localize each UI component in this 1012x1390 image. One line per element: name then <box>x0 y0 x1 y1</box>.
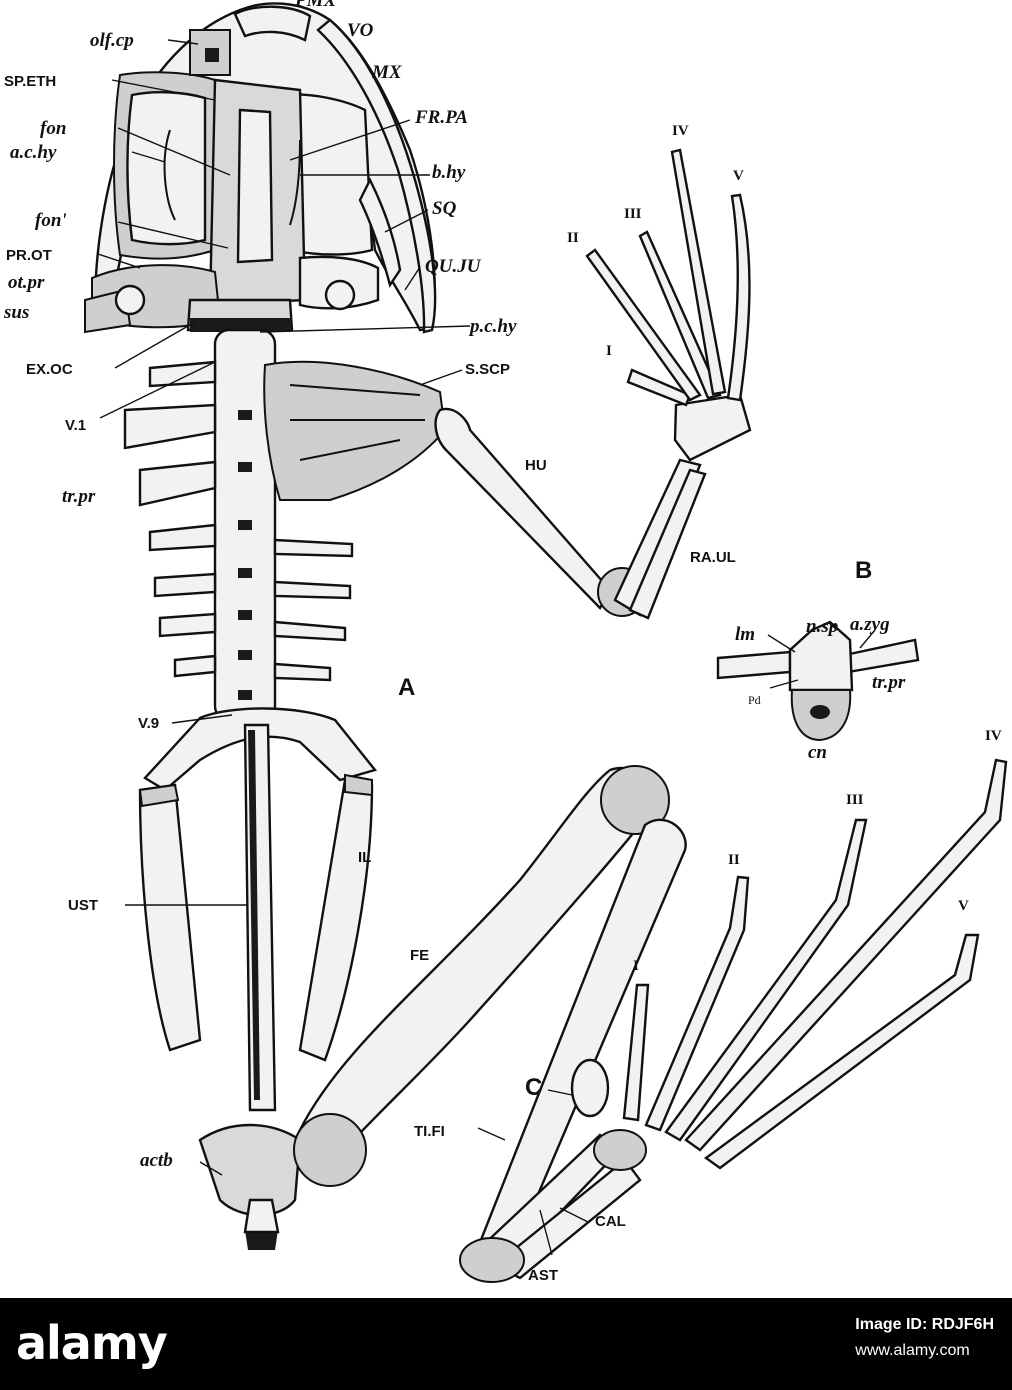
foot-digits <box>622 758 1008 1170</box>
label-vert-tr-pr: tr.pr <box>872 672 906 693</box>
label-ust: UST <box>68 897 98 914</box>
label-actb: actb <box>140 1150 173 1171</box>
stock-info: Image ID: RDJF6H www.alamy.com <box>855 1312 994 1363</box>
hand-digit-iii: III <box>624 206 642 222</box>
label-lm: lm <box>735 624 755 645</box>
label-pmx: PMX <box>294 0 338 11</box>
label-ra-ul: RA.UL <box>690 549 736 566</box>
logo-text: alamy <box>16 1316 168 1370</box>
label-sus: sus <box>3 302 29 323</box>
label-a-c-hy: a.c.hy <box>10 142 57 163</box>
label-tr-pr: tr.pr <box>62 486 96 507</box>
label-cn: cn <box>808 742 827 763</box>
skull <box>84 2 437 334</box>
right-forelimb <box>263 148 752 620</box>
label-pr-ot: PR.OT <box>6 247 52 264</box>
label-pd: Pd <box>748 693 761 707</box>
label-ot-pr: ot.pr <box>8 272 45 293</box>
label-fon2: fon' <box>35 210 67 231</box>
label-sp-eth: SP.ETH <box>4 73 56 90</box>
label-fr-pa: FR.PA <box>414 107 468 128</box>
watermark-footer: alamy Image ID: RDJF6H www.alamy.com <box>0 1298 1012 1390</box>
vertebra-detail <box>716 620 920 742</box>
label-b-hy: b.hy <box>432 162 466 183</box>
foot-digit-iii: III <box>846 792 864 808</box>
label-olf-cp: olf.cp <box>90 30 134 51</box>
panel-label-b: B <box>855 557 872 584</box>
label-mx: MX <box>371 62 403 83</box>
label-fon: fon <box>40 118 66 139</box>
foot-digit-i: I <box>633 958 639 974</box>
label-il: IL <box>358 849 371 866</box>
label-v9: V.9 <box>138 715 159 732</box>
skeleton-illustration: PMX VO olf.cp MX SP.ETH FR.PA fon b.hy a… <box>3 0 1008 1284</box>
foot-digit-ii: II <box>728 852 740 868</box>
labels: PMX VO olf.cp MX SP.ETH FR.PA fon b.hy a… <box>3 0 1002 1284</box>
label-cal: CAL <box>595 1213 626 1230</box>
vertebral-column <box>123 328 354 722</box>
panel-label-a: A <box>398 674 415 701</box>
label-ast: AST <box>528 1267 558 1284</box>
alamy-logo[interactable]: alamy <box>16 1316 168 1370</box>
pelvic-girdle <box>138 707 378 1250</box>
frog-skeleton-figure: PMX VO olf.cp MX SP.ETH FR.PA fon b.hy a… <box>3 0 1008 1284</box>
label-ex-oc: EX.OC <box>26 361 73 378</box>
leader-lines <box>97 39 876 1256</box>
panel-label-c: C <box>525 1074 542 1101</box>
label-a-zyg: a.zyg <box>850 614 890 635</box>
label-ti-fi: TI.FI <box>414 1123 445 1140</box>
label-p-c-hy: p.c.hy <box>468 316 517 337</box>
site-url[interactable]: www.alamy.com <box>855 1341 970 1359</box>
hand-digits <box>585 148 751 407</box>
label-vo: VO <box>347 20 374 41</box>
foot-digit-iv: IV <box>985 728 1002 744</box>
label-n-sp: n.sp <box>806 616 838 637</box>
hand-digit-iv: IV <box>672 123 689 139</box>
label-fe: FE <box>410 947 429 964</box>
label-qu-ju: QU.JU <box>425 256 482 277</box>
image-id: Image ID: RDJF6H <box>855 1316 994 1333</box>
hand-digit-ii: II <box>567 230 579 246</box>
hand-digit-i: I <box>606 343 612 359</box>
transverse-processes <box>123 360 354 682</box>
label-sq: SQ <box>432 198 457 219</box>
foot-digit-v: V <box>958 898 969 914</box>
label-hu: HU <box>525 457 547 474</box>
right-hindlimb <box>293 758 1008 1283</box>
hand-digit-v: V <box>733 168 744 184</box>
label-v1: V.1 <box>65 417 86 434</box>
label-s-scp: S.SCP <box>465 361 510 378</box>
